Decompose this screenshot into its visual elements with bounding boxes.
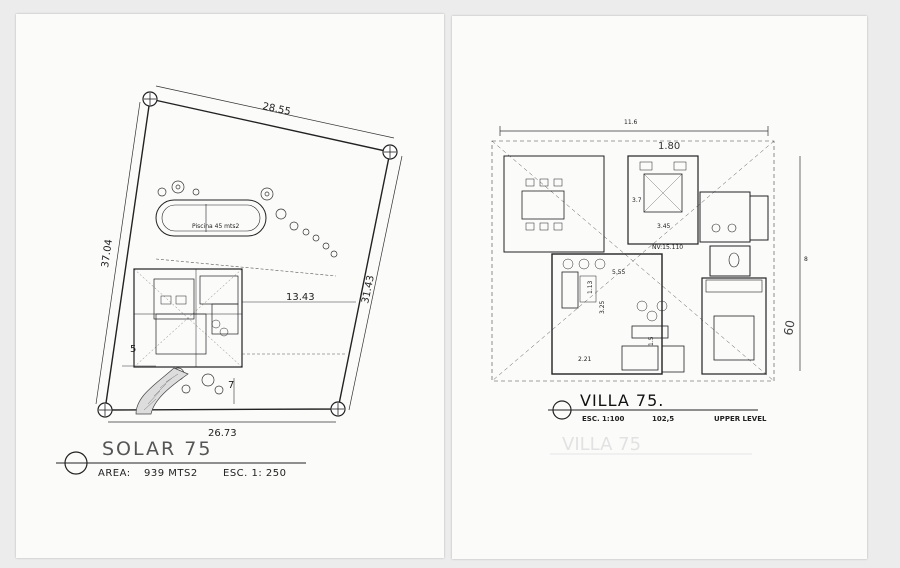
handwritten-top: 1.80 — [658, 141, 680, 152]
villa-sheet: 11.6 1.80 8 60 3.45 3.7 — [452, 16, 867, 559]
dining-terrace — [503, 155, 605, 253]
solar-sheet: Piscina 45 mts2 — [16, 14, 444, 558]
villa-title: VILLA 75. — [580, 391, 664, 410]
dim-bottom: 26.73 — [208, 428, 237, 439]
villa-area: 102,5 — [652, 415, 674, 423]
villa-floor-plan: 11.6 1.80 8 60 3.45 3.7 — [491, 119, 808, 455]
dim-bottom-left: 2.21 — [578, 356, 592, 363]
ghost-title: VILLA 75 — [562, 434, 641, 455]
lot-boundary — [104, 98, 391, 411]
dim-right-height: 8 — [804, 256, 808, 263]
kitchen — [621, 325, 685, 373]
dim-kitchen-nv: NV:15.110 — [652, 244, 683, 251]
scale-label: ESC. 1: 250 — [223, 468, 287, 479]
dim-inner: 13.43 — [286, 292, 315, 303]
dim-d3: 1.5 — [648, 336, 655, 346]
area-value: 939 MTS2 — [144, 468, 198, 479]
bedroom-1 — [627, 155, 699, 245]
dim-left: 37.04 — [100, 239, 115, 269]
bathroom — [699, 191, 769, 277]
area-label: AREA: — [98, 468, 131, 479]
bedroom-2 — [701, 277, 767, 375]
handwritten-right: 60 — [781, 319, 797, 336]
dim-mid: 5.55 — [612, 269, 626, 276]
pool — [155, 199, 267, 237]
pool-label: Piscina 45 mts2 — [192, 223, 239, 230]
dim-width: 11.6 — [624, 119, 638, 126]
dim-d2: 1.13 — [587, 280, 594, 294]
dim-line-left — [95, 101, 141, 405]
dim-room-top: 3.45 — [657, 223, 671, 230]
dim-setback-bottom: 7 — [228, 380, 234, 391]
living-room — [551, 253, 668, 375]
dim-line-right — [348, 155, 403, 411]
dim-room-left: 3.7 — [632, 197, 642, 204]
house-footprint — [133, 268, 243, 368]
solar-site-plan: Piscina 45 mts2 — [56, 85, 403, 479]
dim-line-top — [155, 85, 395, 139]
vegetation — [157, 180, 338, 395]
dim-setback-left: 5 — [130, 344, 136, 355]
dim-d1: 3.25 — [599, 300, 606, 314]
walkway — [135, 367, 189, 415]
dim-top: 28.55 — [261, 101, 291, 118]
villa-level: UPPER LEVEL — [714, 415, 767, 423]
villa-scale: ESC. 1:100 — [582, 415, 624, 423]
solar-title: SOLAR 75 — [102, 438, 212, 460]
